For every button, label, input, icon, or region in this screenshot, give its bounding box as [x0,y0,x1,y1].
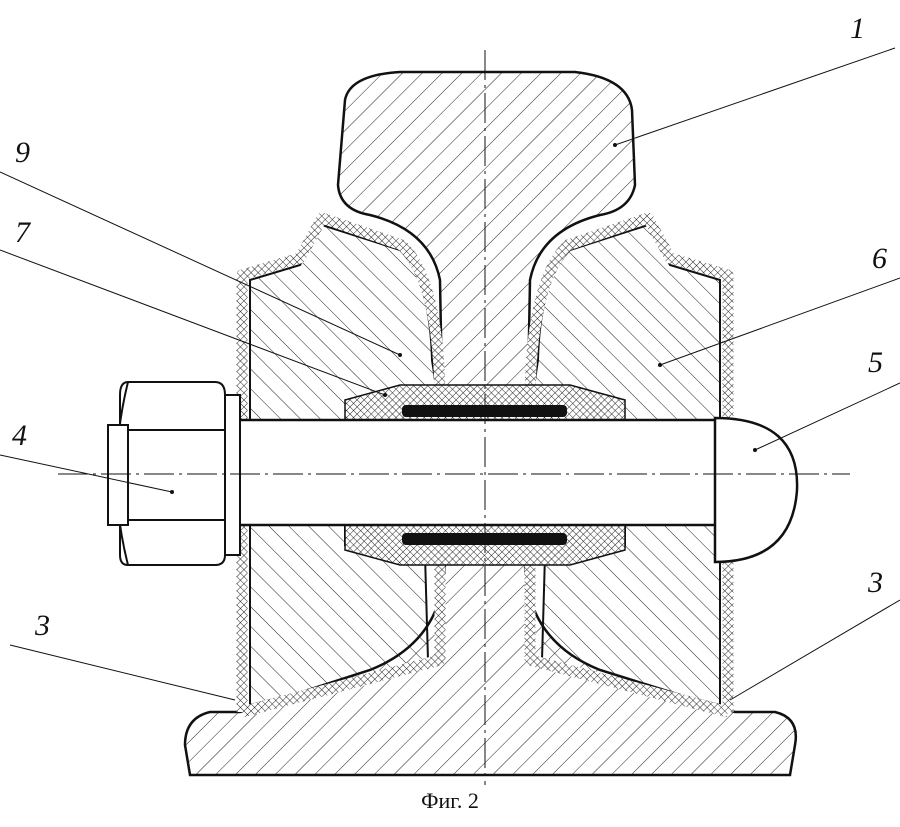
figure-caption: Фиг. 2 [421,788,479,813]
label-pad-right: 3 [867,566,883,599]
right-pad [524,212,734,718]
label-bolt-head: 5 [868,346,883,379]
label-insulating-pad: 9 [15,136,30,169]
label-sleeve: 7 [15,216,32,249]
bolt-head [713,416,799,564]
label-bolt: 4 [12,419,27,452]
bolt-end [107,424,129,526]
label-side-block: 6 [872,242,887,275]
left-pad [236,212,446,718]
bolt-shank [226,418,720,527]
label-pad-left: 3 [34,609,50,642]
label-rail: 1 [850,12,865,45]
leader-lines [0,47,900,701]
